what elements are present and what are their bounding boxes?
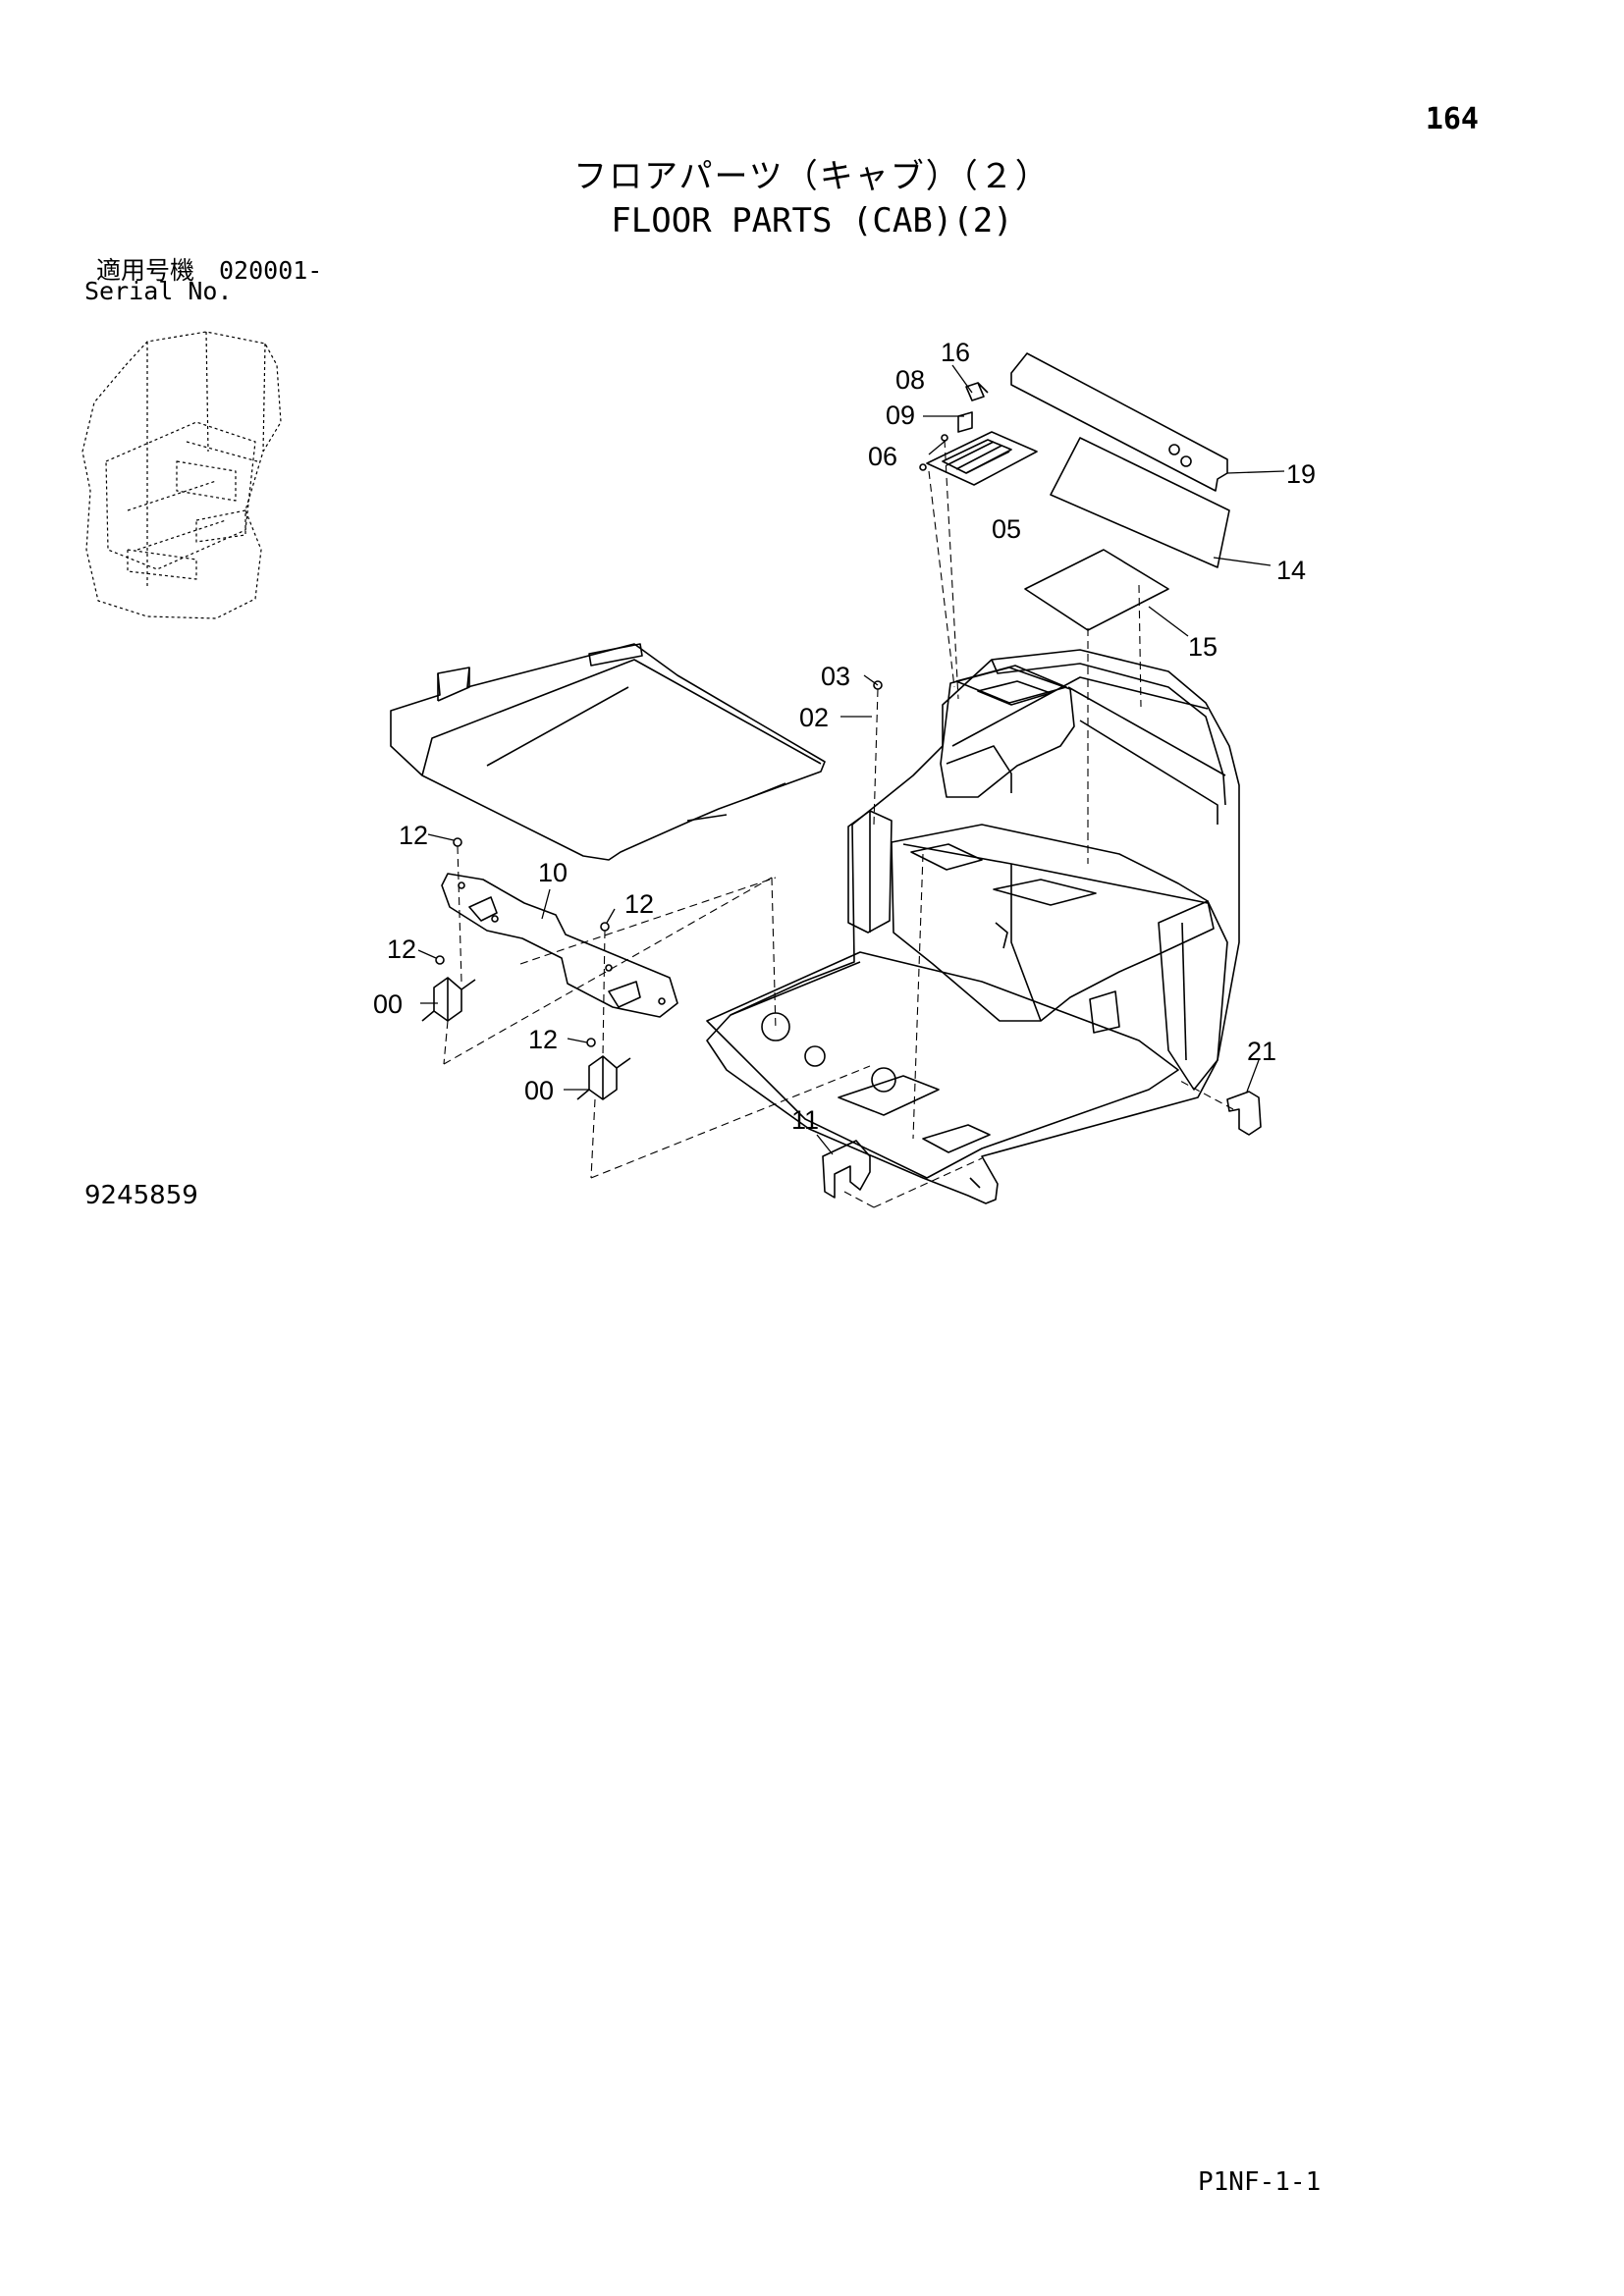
callout-02: 02 [799, 703, 829, 732]
callout-06: 06 [868, 442, 897, 471]
serial-label-japanese: 適用号機 020001- [96, 256, 323, 285]
callout-00-center: 00 [524, 1076, 554, 1105]
side-cover-panel [390, 643, 826, 861]
callout-09: 09 [886, 400, 915, 430]
callout-21: 21 [1247, 1037, 1276, 1066]
clip-bracket-center [576, 1055, 631, 1100]
insulation-mat [1050, 437, 1230, 568]
callout-12-lower: 12 [528, 1025, 558, 1054]
callout-05: 05 [992, 514, 1021, 544]
cab-floor-frame [706, 649, 1240, 1204]
switch-panel [919, 382, 1038, 486]
callout-12-top: 12 [399, 821, 428, 850]
upper-cover-panel [1010, 352, 1228, 492]
clip-bracket-left [421, 977, 476, 1022]
callout-labels: 16 08 09 06 05 19 14 15 03 02 12 10 12 1… [373, 338, 1316, 1135]
callout-08: 08 [895, 365, 925, 395]
callout-00-left: 00 [373, 989, 403, 1019]
assembly-lines [443, 439, 1234, 1208]
grip-handle [1226, 1091, 1262, 1136]
bolts [435, 680, 883, 1047]
callout-16: 16 [941, 338, 970, 367]
callout-11: 11 [791, 1105, 819, 1135]
serial-label-english: Serial No. [84, 277, 233, 305]
mounting-clip [822, 1140, 871, 1199]
callout-12-left: 12 [387, 934, 416, 964]
page-number: 164 [1425, 102, 1479, 136]
title-english: FLOOR PARTS (CAB)(2) [611, 201, 1013, 240]
footer-code: P1NF-1-1 [1198, 2167, 1322, 2197]
locator-thumbnail [81, 331, 282, 619]
floor-sheet [1024, 549, 1169, 631]
callout-19: 19 [1286, 459, 1316, 489]
callout-10: 10 [538, 858, 568, 887]
callout-12-right: 12 [624, 889, 654, 919]
leader-lines [417, 364, 1285, 1155]
title-japanese: フロアパーツ（キャブ）（２） [573, 157, 1051, 196]
callout-03: 03 [821, 662, 850, 691]
callout-15: 15 [1188, 632, 1218, 662]
callout-14: 14 [1276, 556, 1306, 585]
floor-plate-bracket [441, 873, 678, 1018]
drawing-number: 9245859 [84, 1181, 198, 1210]
